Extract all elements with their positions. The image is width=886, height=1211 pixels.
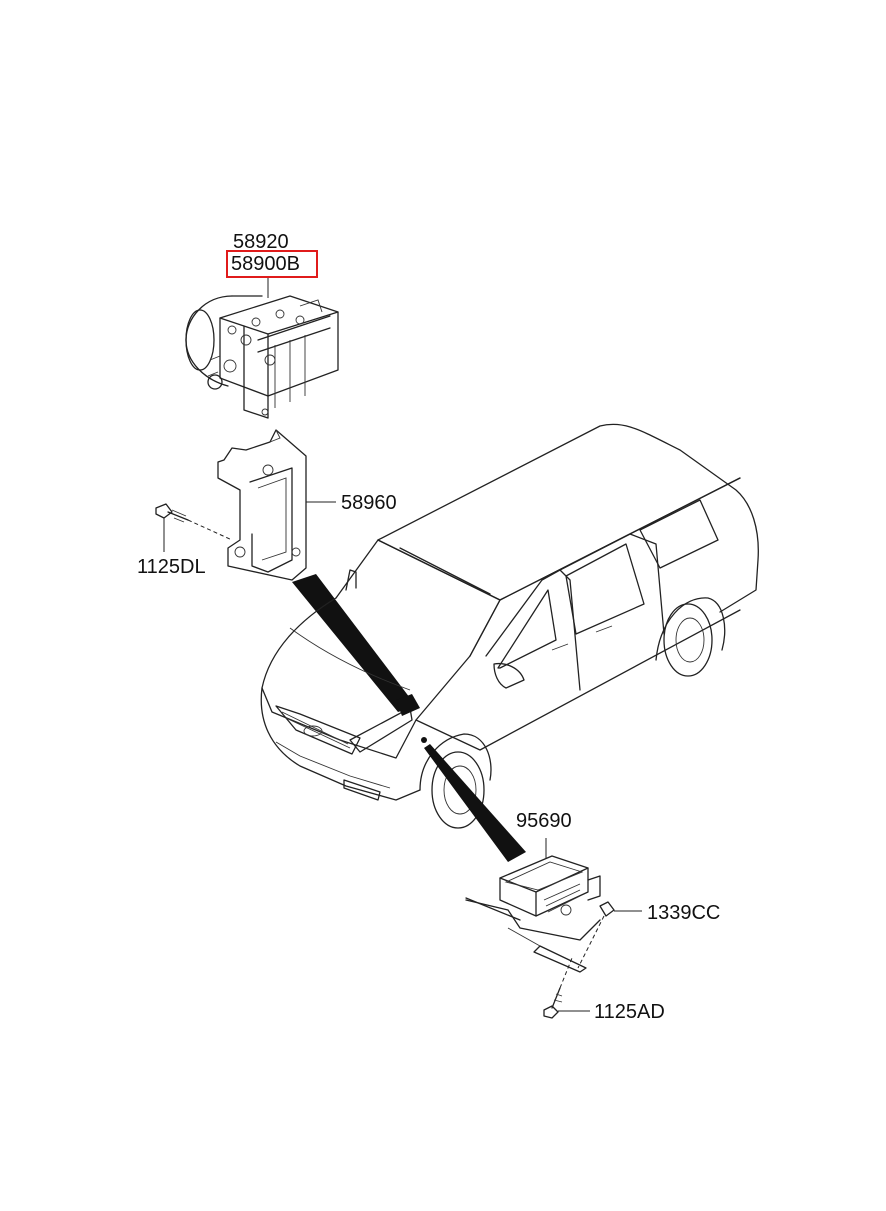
abs-bracket[interactable] bbox=[217, 429, 307, 581]
label-1125dl[interactable]: 1125DL bbox=[137, 556, 206, 578]
bolt-1125dl[interactable] bbox=[155, 503, 189, 523]
highlight-box-58900b bbox=[226, 250, 318, 278]
bolt-1125ad[interactable] bbox=[543, 987, 563, 1019]
indicator-band-sensor bbox=[424, 744, 526, 862]
bolt-1125ad-axis bbox=[559, 957, 573, 989]
label-95690[interactable]: 95690 bbox=[516, 810, 572, 832]
label-58960[interactable]: 58960 bbox=[341, 492, 397, 514]
yaw-rate-sensor[interactable] bbox=[465, 855, 601, 973]
label-58920[interactable]: 58920 bbox=[233, 231, 289, 253]
label-1125ad[interactable]: 1125AD bbox=[594, 1001, 665, 1023]
clip-1339cc[interactable] bbox=[599, 901, 615, 917]
label-58900b[interactable]: 58900B bbox=[231, 253, 300, 275]
bolt-1125dl-axis bbox=[187, 519, 233, 541]
label-1339cc[interactable]: 1339CC bbox=[647, 902, 721, 924]
abs-location-marker bbox=[396, 694, 420, 716]
vehicle-outline bbox=[260, 423, 759, 829]
indicator-band-abs bbox=[292, 574, 416, 712]
clip-1339cc-axis bbox=[577, 915, 605, 969]
sensor-location-marker bbox=[421, 737, 427, 743]
abs-unit[interactable] bbox=[185, 295, 339, 419]
